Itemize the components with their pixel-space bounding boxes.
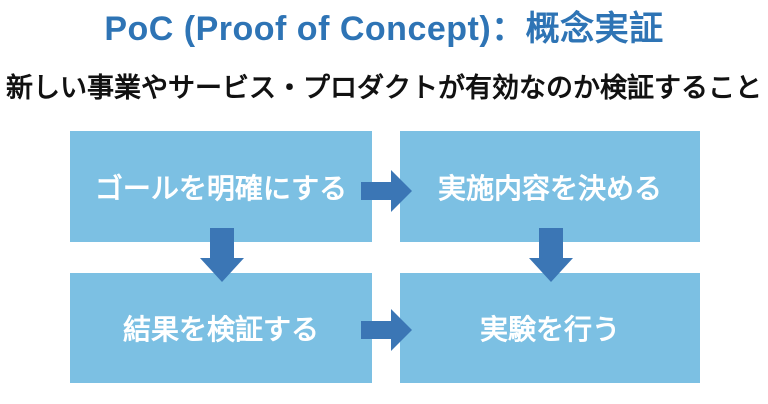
subtitle: 新しい事業やサービス・プロダクトが有効なのか検証すること [6, 73, 762, 103]
flow-box-experiment-label: 実験を行う [479, 314, 620, 345]
flow-box-plan-label: 実施内容を決める [437, 172, 662, 204]
flow-box-plan: 実施内容を決める [400, 131, 700, 242]
flow-box-verify: 結果を検証する [70, 273, 372, 383]
arrow-down-shape [529, 228, 573, 282]
arrow-right-icon [361, 170, 412, 212]
arrow-right-shape [361, 170, 412, 212]
arrow-right-icon [361, 309, 412, 351]
arrow-down-icon [200, 228, 244, 282]
flow-box-verify-label: 結果を検証する [122, 314, 319, 345]
flow-box-experiment: 実験を行う [400, 273, 700, 383]
arrow-down-shape [200, 228, 244, 282]
arrow-down-icon [529, 228, 573, 282]
flow-box-goal: ゴールを明確にする [70, 131, 372, 242]
flow-box-goal-label: ゴールを明確にする [94, 172, 348, 204]
page-title: PoC (Proof of Concept)：概念実証 [104, 10, 664, 48]
arrow-right-shape [361, 309, 412, 351]
